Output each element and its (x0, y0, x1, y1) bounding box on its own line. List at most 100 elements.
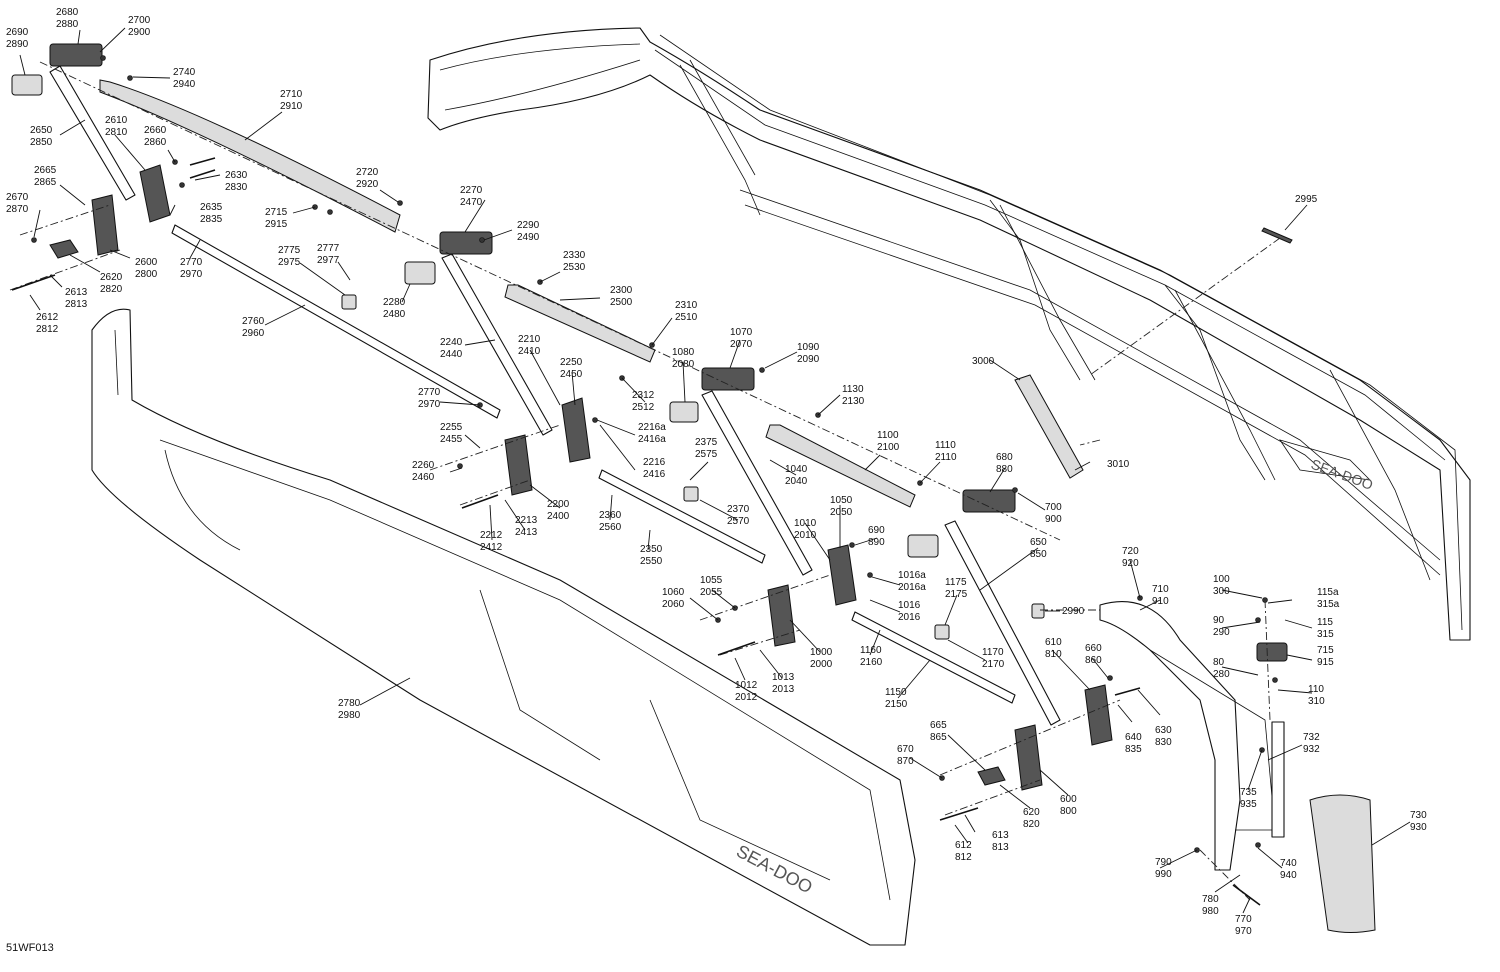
clip-2690 (11, 74, 43, 96)
bracket-2610 (139, 164, 171, 223)
bracket-620 (977, 766, 1006, 786)
lower-side-panel: SEA-DOO (91, 308, 916, 946)
callout-2990: 2990 (1062, 606, 1085, 617)
mount-2775 (341, 294, 357, 310)
svg-text:SEA-DOO: SEA-DOO (1309, 456, 1375, 493)
cover-730 (1309, 794, 1376, 933)
clip-2680 (49, 43, 103, 67)
bracket-2210 (561, 397, 591, 463)
rail-2300 (504, 284, 656, 363)
bracket-600 (1014, 724, 1043, 791)
bracket-1010 (827, 544, 857, 606)
callout-2995: 2995 (1295, 194, 1318, 205)
bracket-610 (1084, 684, 1113, 746)
mount-1170 (934, 624, 950, 640)
callout-3010: 3010 (1107, 459, 1130, 470)
mount-2990 (1031, 603, 1045, 619)
leader-lines (19, 27, 1411, 914)
strut-2650 (49, 65, 136, 201)
strip-1150 (851, 611, 1016, 704)
diagram-code: 51WF013 (6, 942, 54, 954)
bracket-3000 (1014, 374, 1084, 479)
strut-650 (944, 520, 1061, 726)
strut-2240 (441, 253, 553, 436)
clip-690 (907, 534, 939, 558)
bracket-2620 (49, 239, 79, 259)
strip-2350 (598, 469, 766, 564)
strip-2760 (171, 224, 501, 419)
clip-680 (962, 489, 1016, 513)
clip-1070 (701, 367, 755, 391)
upper-enclosure-frame: SEA-DOO (427, 27, 1471, 641)
clip-1080 (669, 401, 699, 423)
bracket-1000 (767, 584, 796, 647)
